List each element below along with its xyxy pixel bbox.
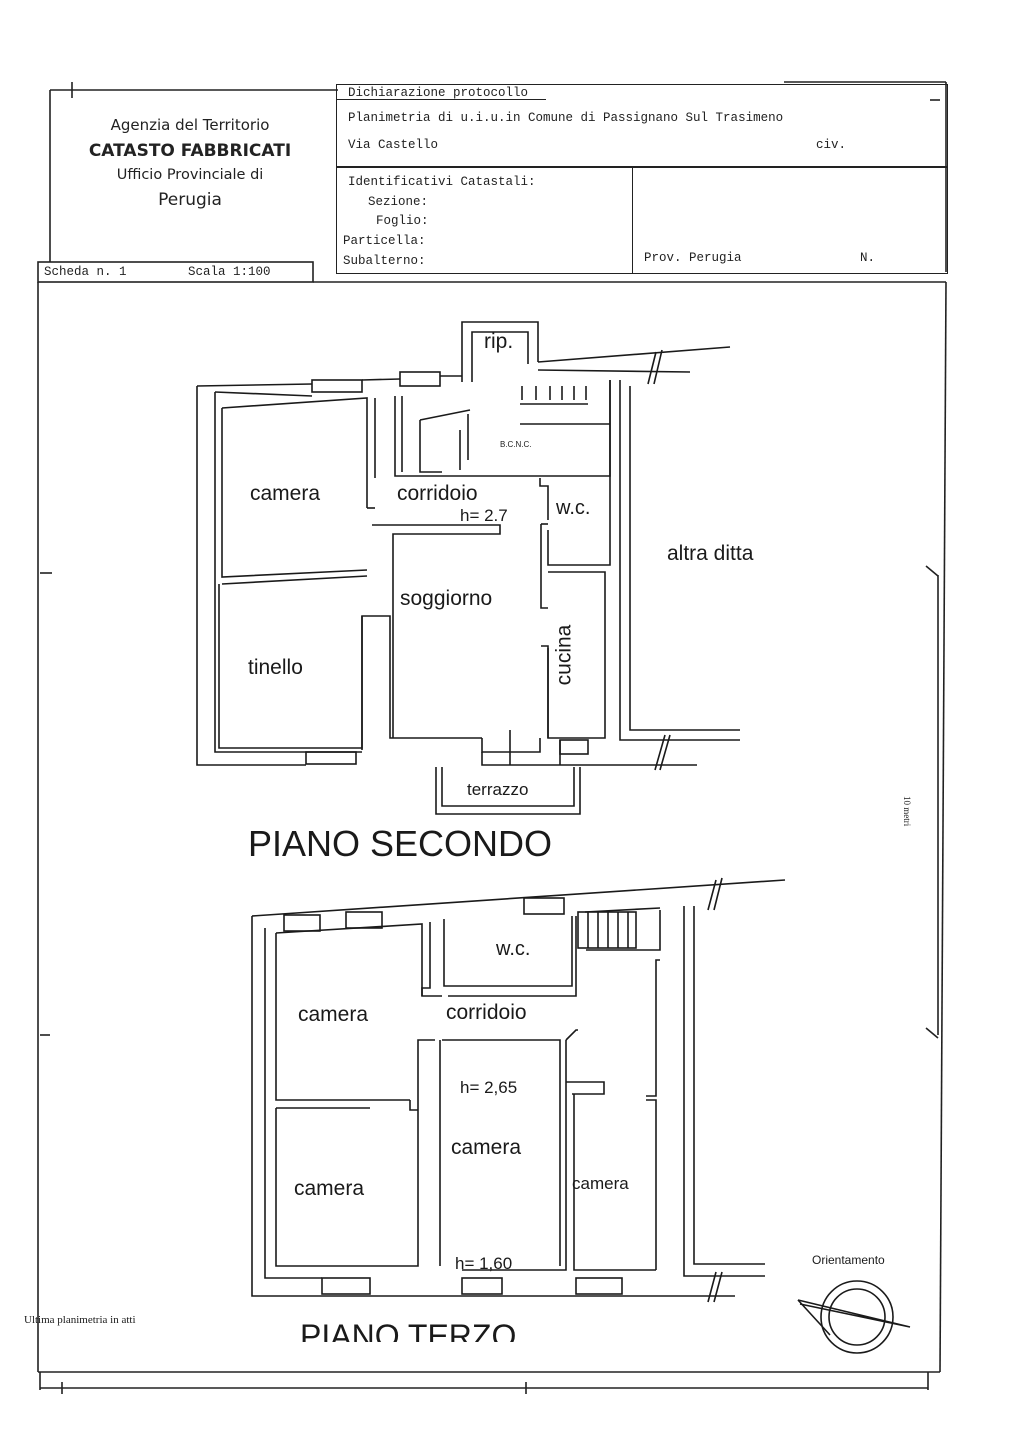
wc-label: w.c. bbox=[556, 497, 591, 519]
cucina-label: cucina bbox=[552, 624, 576, 686]
ufficio-label: Ufficio Provinciale di bbox=[116, 167, 264, 183]
ultima-planimetria-label: Ultima planimetria in atti bbox=[24, 1314, 136, 1326]
piano-secondo-title: PIANO SECONDO bbox=[248, 823, 553, 864]
header-info-box bbox=[336, 84, 948, 168]
rip-label: rip. bbox=[484, 330, 514, 353]
tinello-label: tinello bbox=[248, 656, 303, 679]
n-label: N. bbox=[860, 251, 876, 265]
altra-ditta-label: altra ditta bbox=[667, 542, 754, 565]
room-camera-terzo-2: camera bbox=[451, 1136, 522, 1159]
terrazzo-label: terrazzo bbox=[467, 780, 529, 799]
catasto-title: CATASTO FABBRICATI bbox=[88, 141, 292, 161]
particella-label: Particella: bbox=[343, 234, 426, 248]
room-camera-label: camera bbox=[250, 482, 321, 505]
agency-name: Agenzia del Territorio bbox=[110, 116, 270, 134]
dichiarazione-label: Dichiarazione protocollo bbox=[348, 86, 529, 100]
prov-box bbox=[632, 166, 948, 274]
height-label: h= 2.7 bbox=[460, 506, 508, 525]
soggiorno-label: soggiorno bbox=[400, 587, 493, 610]
piano-terzo-title: PIANO TERZO bbox=[300, 1318, 517, 1342]
scheda-label: Scheda n. 1 bbox=[44, 265, 127, 279]
provincia-name: Perugia bbox=[158, 190, 222, 210]
height-label-terzo-1: h= 2,65 bbox=[460, 1078, 518, 1097]
scale-bar-label: 10 metri bbox=[902, 796, 912, 827]
height-label-terzo-2: h= 1,60 bbox=[455, 1254, 513, 1273]
orientamento-label: Orientamento bbox=[812, 1253, 885, 1267]
subalterno-label: Subalterno: bbox=[343, 254, 426, 268]
corridoio-label: corridoio bbox=[397, 482, 478, 505]
via-label: Via Castello bbox=[348, 138, 439, 152]
sezione-label: Sezione: bbox=[368, 195, 429, 209]
scala-label: Scala 1:100 bbox=[188, 265, 271, 279]
identificativi-label: Identificativi Catastali: bbox=[348, 175, 536, 189]
room-camera-terzo-1: camera bbox=[298, 1003, 369, 1026]
foglio-label: Foglio: bbox=[376, 214, 429, 228]
room-camera-terzo-4: camera bbox=[572, 1174, 629, 1193]
protocollo-line bbox=[336, 99, 546, 100]
room-camera-terzo-3: camera bbox=[294, 1177, 365, 1200]
wc-label-terzo: w.c. bbox=[496, 938, 531, 960]
corridoio-terzo-label: corridoio bbox=[446, 1001, 527, 1024]
planimetria-label: Planimetria di u.i.u.in Comune di Passig… bbox=[348, 111, 784, 125]
bcnc-label: B.C.N.C. bbox=[500, 440, 532, 449]
prov-label: Prov. Perugia bbox=[644, 251, 742, 265]
civ-label: civ. bbox=[816, 138, 847, 152]
